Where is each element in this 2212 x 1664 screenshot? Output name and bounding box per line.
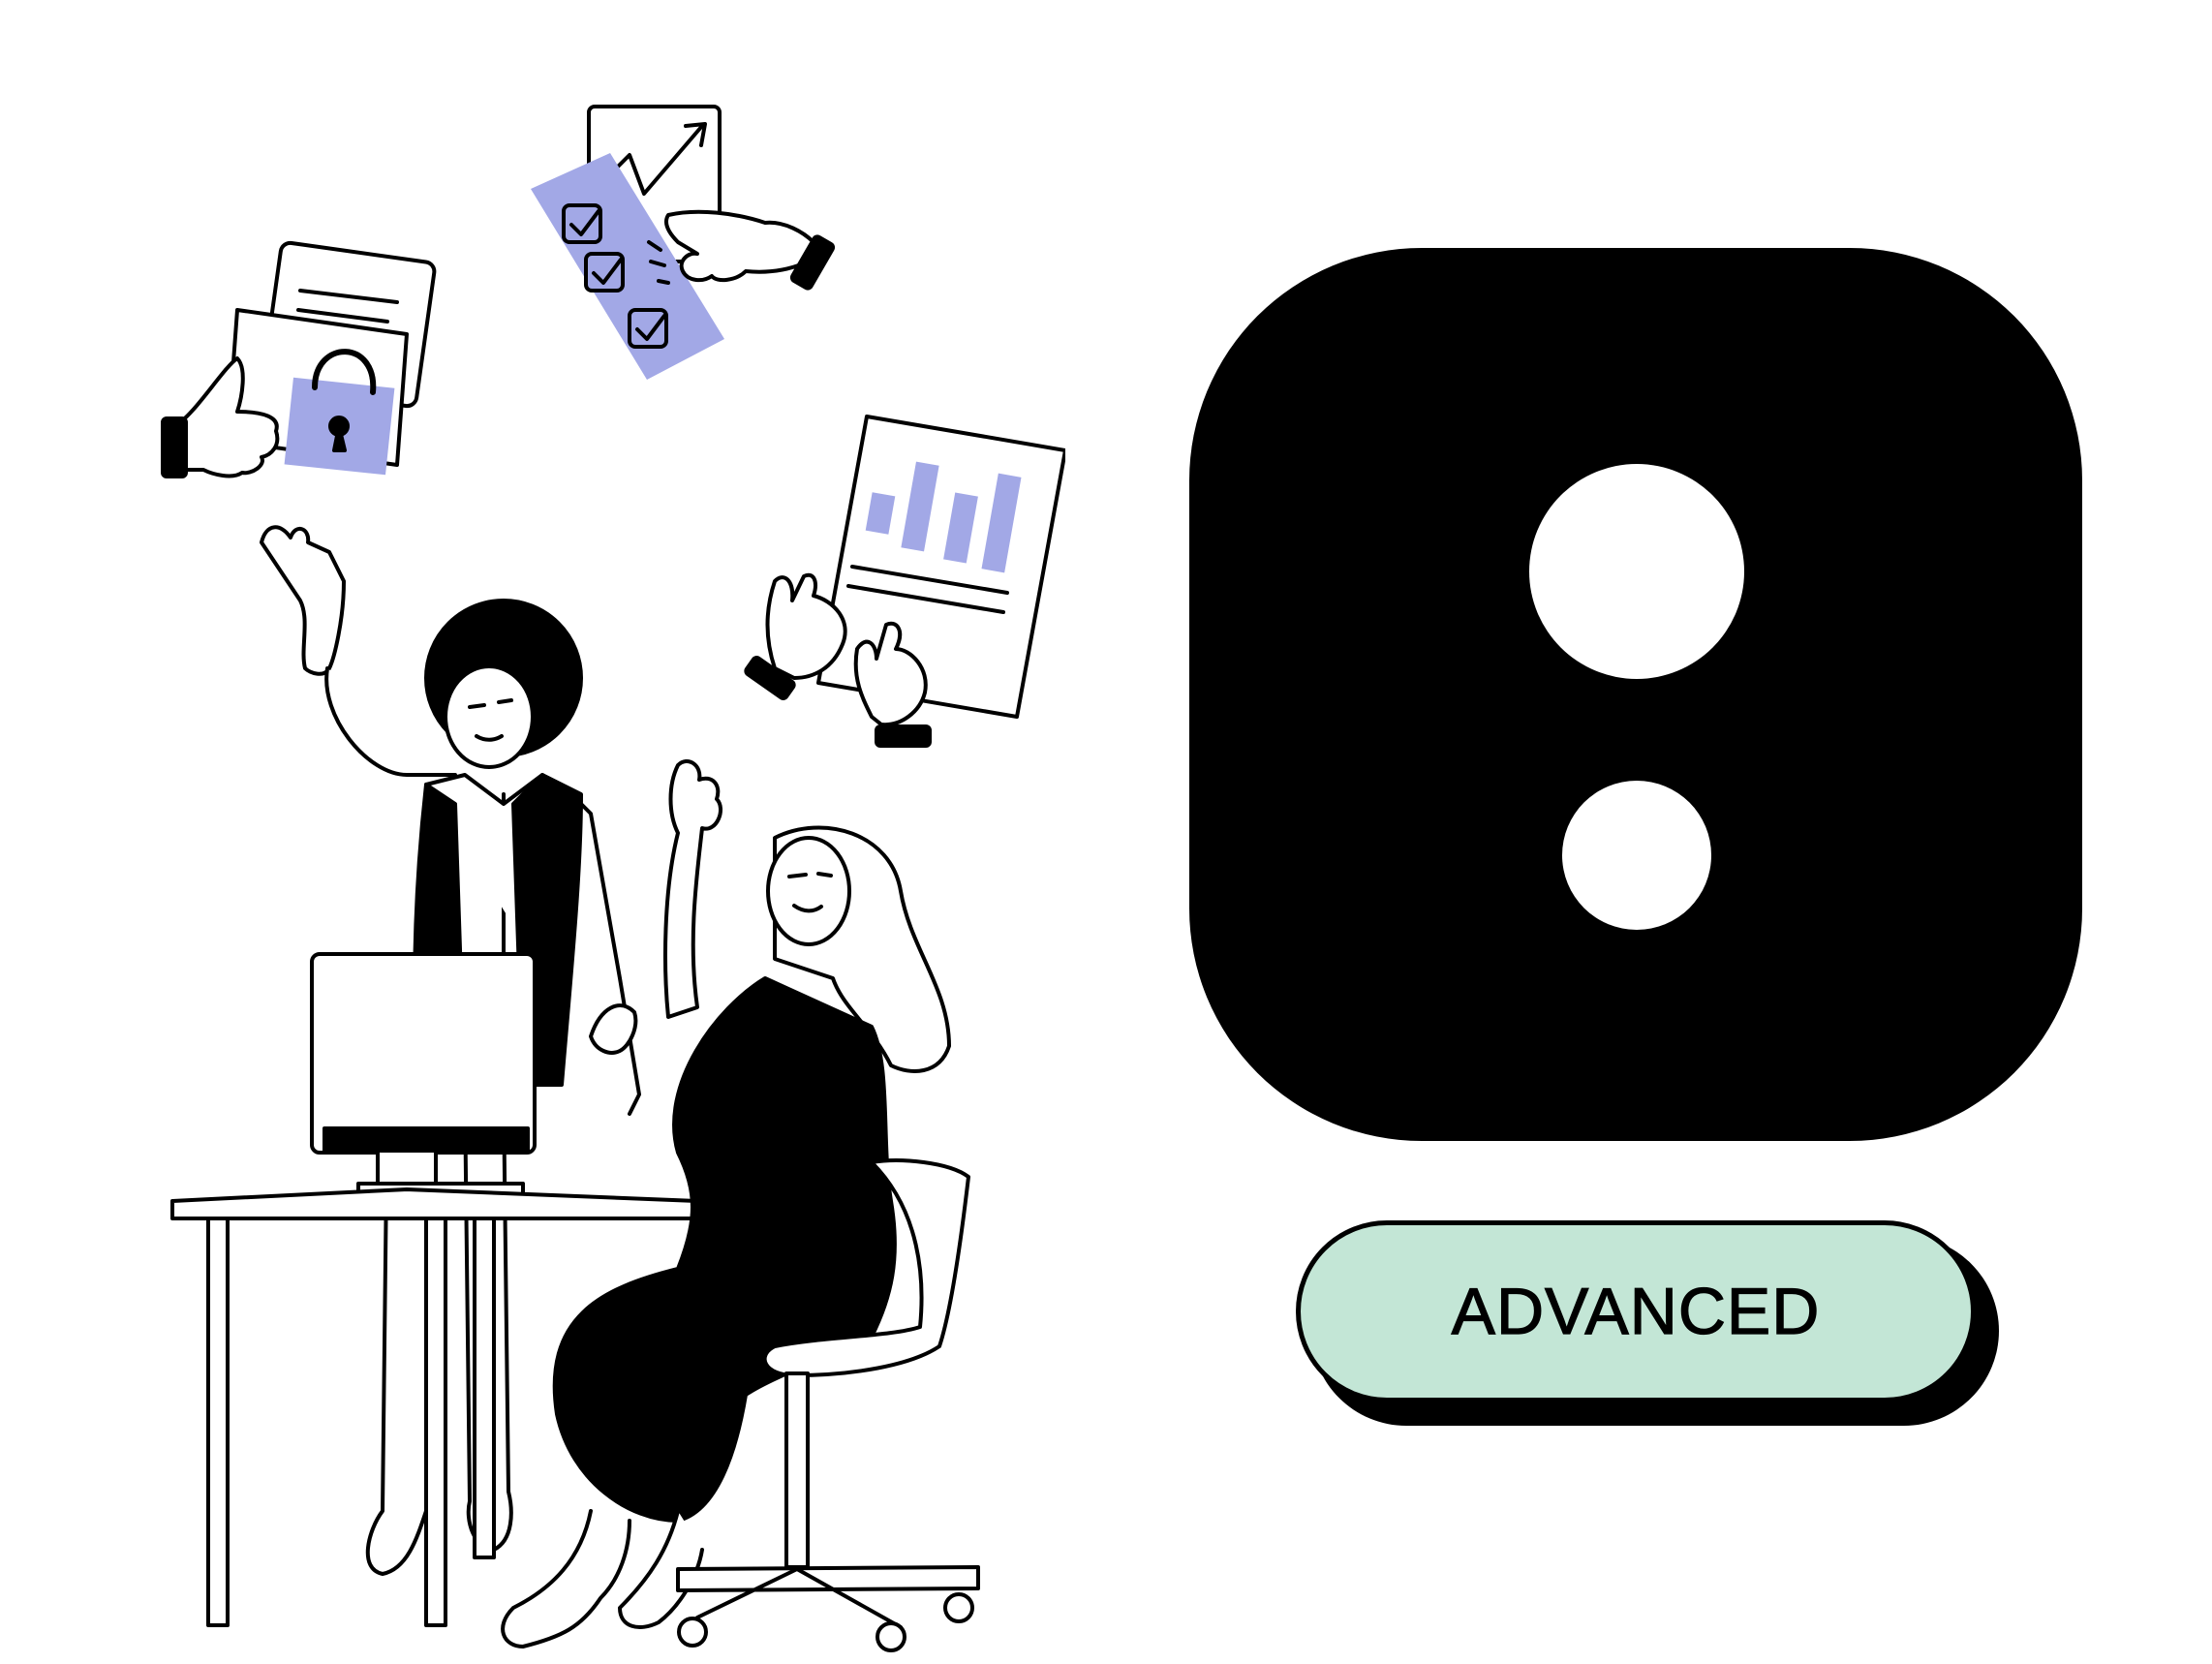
- app-icon-bottom-dot: [1562, 781, 1711, 930]
- office-chair: [676, 1158, 980, 1652]
- two-dot-app-icon: [1189, 248, 2082, 1141]
- level-badge-button[interactable]: ADVANCED: [1296, 1220, 1976, 1402]
- team-celebration-illustration: [161, 105, 1065, 1652]
- seated-person-figure: [501, 759, 951, 1649]
- app-icon-top-dot: [1529, 464, 1744, 679]
- bar-chart-report-icon: [744, 415, 1065, 748]
- checklist-chart-icon: [531, 105, 836, 380]
- desk-with-monitor: [170, 952, 699, 1627]
- padlock-document-icon: [161, 240, 437, 478]
- level-badge-label: ADVANCED: [1451, 1274, 1821, 1348]
